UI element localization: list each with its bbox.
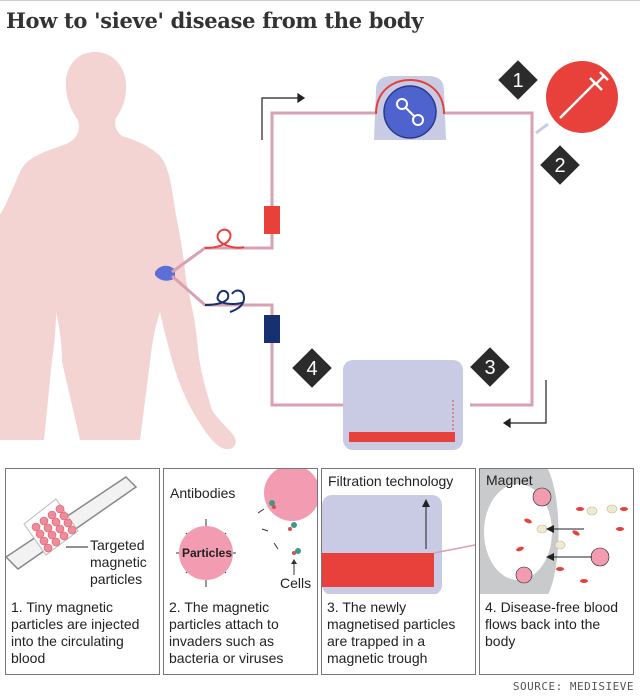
flow-arrow-bottom [502,380,547,429]
svg-text:2: 2 [554,155,565,177]
panel-3-label: Filtration technology [328,473,454,489]
caption-box-1: 1. Tiny magnetic particles are injected … [5,594,160,675]
flow-arrow-top [261,92,306,140]
syringe-icon [535,61,618,135]
page-title: How to 'sieve' disease from the body [6,8,424,33]
panel-2-label-antibodies: Antibodies [170,485,236,501]
step-marker-3: 3 [470,347,510,387]
human-body-silhouette [0,52,236,450]
caption-step-2: 2. The magnetic particles attach to inva… [169,599,284,666]
pump-unit [374,76,446,140]
filter-unit [343,360,463,450]
panel-step-2: Antibodies Particles Cells [163,468,318,596]
svg-text:3: 3 [484,357,495,379]
step-marker-4: 4 [292,348,332,388]
caption-box-2: 2. The magnetic particles attach to inva… [163,594,318,675]
main-diagram: 1 2 3 4 [0,52,618,450]
svg-text:4: 4 [306,358,317,380]
red-tube-coil-icon [204,228,245,249]
red-valve [264,206,280,234]
caption-step-1: 1. Tiny magnetic particles are injected … [11,599,140,666]
syringe-particles-illustration [6,476,138,570]
antibody-particles-illustration [176,469,317,587]
navy-valve [264,315,280,343]
panel-4-label: Magnet [486,472,533,488]
step-marker-1: 1 [498,60,538,100]
blue-tube-coil-icon [204,289,246,313]
caption-box-3: 3. The newly magnetised particles are tr… [321,594,476,675]
top-rule [0,0,640,1]
step-marker-2: 2 [540,145,580,185]
panel-2-label-cells: Cells [280,575,312,591]
panel-2-label-particles: Particles [182,546,233,560]
tubing-circuit [171,111,534,407]
magnet-illustration [480,469,628,595]
panel-step-3: Filtration technology [321,468,476,596]
filtration-illustration [322,495,475,595]
access-point [155,265,175,281]
panel-step-1: Targeted magnetic particles [5,468,160,596]
source-credit: SOURCE: MEDISIEVE [512,680,634,693]
caption-box-4: 4. Disease-free blood flows back into th… [479,594,634,675]
panel-step-4: Magnet [479,468,634,596]
caption-step-3: 3. The newly magnetised particles are tr… [327,599,456,666]
panel-1-label: Targeted magnetic particles [90,537,147,587]
caption-step-4: 4. Disease-free blood flows back into th… [485,599,619,649]
svg-text:1: 1 [512,70,523,92]
